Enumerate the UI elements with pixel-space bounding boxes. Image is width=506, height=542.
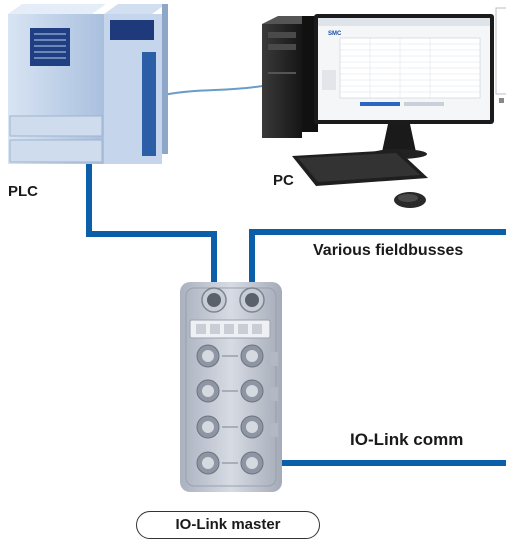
plc-to-pc-cable [162,85,263,96]
io-port-connected [240,451,264,475]
io-link-master-label: IO-Link master [136,511,320,539]
plc-illustration [8,4,168,164]
io-port [196,344,220,368]
screen-logo: SMC [328,31,342,37]
io-port [240,379,264,403]
plc-label: PLC [8,183,38,200]
fieldbus-cable [249,229,506,300]
io-port [240,415,264,439]
iolink-comm-label: IO-Link comm [350,430,464,449]
io-link-ports [196,344,264,475]
offscreen-panel [495,7,506,103]
cables [86,85,506,466]
plc-to-master-cable [86,160,217,300]
pc-label: PC [273,172,294,189]
io-link-master-device [180,282,282,492]
io-port [196,415,220,439]
fieldbus-port-left [201,287,227,313]
pc-illustration: SMC [262,14,494,208]
io-port [240,344,264,368]
io-port [196,379,220,403]
fieldbus-label: Various fieldbusses [313,242,464,259]
fieldbus-port-right [239,287,265,313]
io-port [196,451,220,475]
